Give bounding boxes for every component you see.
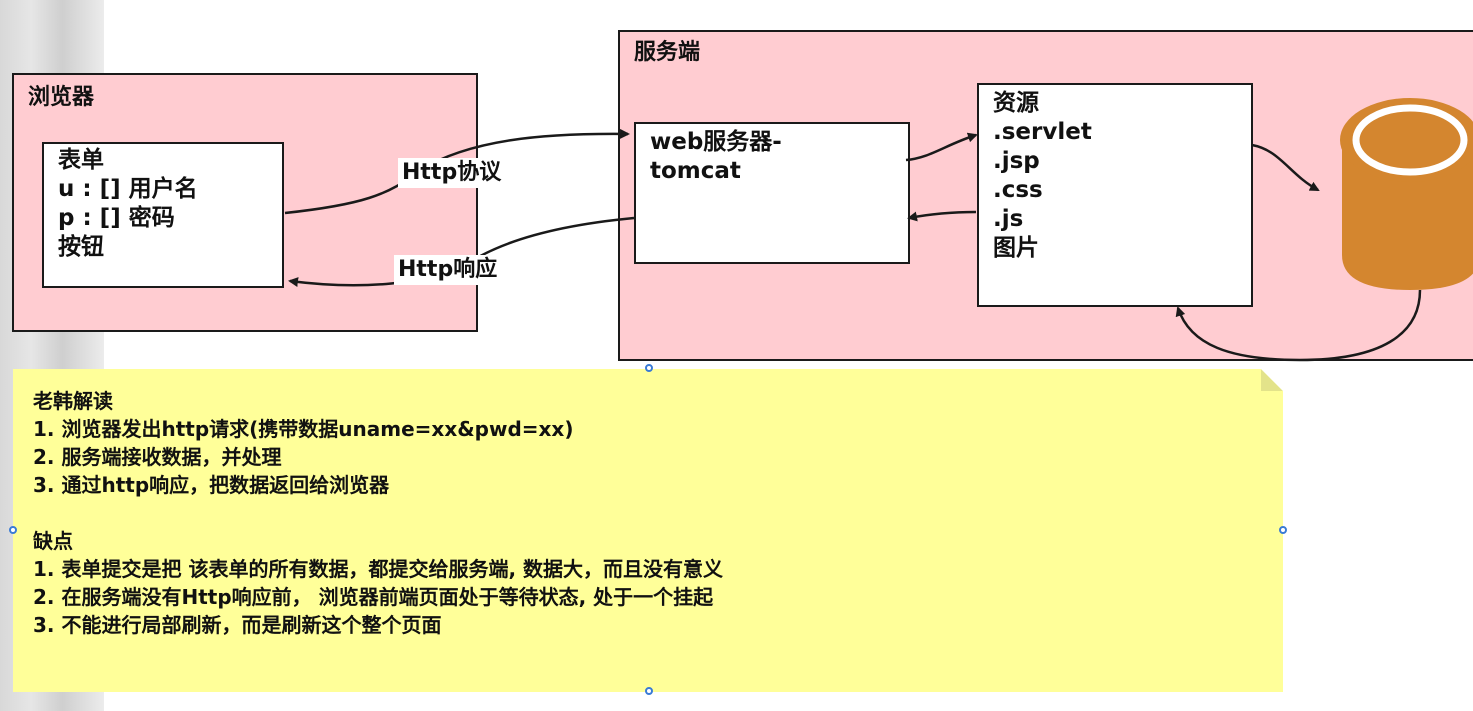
form-line: u : [] 用户名 — [58, 176, 198, 202]
http-response-label: Http响应 — [394, 255, 502, 285]
resource-line: 图片 — [993, 235, 1039, 261]
resize-handle-top[interactable] — [645, 364, 653, 372]
tomcat-to-resources-arrow — [905, 132, 978, 162]
resize-handle-bottom[interactable] — [645, 687, 653, 695]
resize-handle-right[interactable] — [1279, 526, 1287, 534]
resource-line: .jsp — [993, 148, 1040, 174]
form-line: 表单 — [58, 147, 104, 173]
cons-point: 2. 在服务端没有Http响应前， 浏览器前端页面处于等待状态, 处于一个挂起 — [33, 585, 714, 609]
browser-title: 浏览器 — [28, 85, 95, 110]
tomcat-line: tomcat — [650, 158, 741, 184]
note-point: 1. 浏览器发出http请求(携带数据uname=xx&pwd=xx) — [33, 417, 574, 441]
tomcat-line: web服务器- — [650, 129, 782, 155]
resources-to-tomcat-arrow — [907, 210, 977, 222]
note-point: 2. 服务端接收数据，并处理 — [33, 445, 282, 469]
resources-to-database-arrow — [1251, 143, 1320, 192]
http-request-label: Http协议 — [398, 158, 506, 188]
server-title: 服务端 — [634, 40, 701, 65]
note-title: 老韩解读 — [33, 389, 113, 413]
form-line: 按钮 — [58, 234, 104, 260]
resize-handle-left[interactable] — [9, 526, 17, 534]
cons-title: 缺点 — [33, 529, 73, 553]
resources-box: 资源 .servlet .jsp .css .js 图片 — [977, 83, 1253, 307]
note-point: 3. 通过http响应，把数据返回给浏览器 — [33, 473, 390, 497]
server-box: 服务端 web服务器- tomcat 资源 .servlet .jsp .css… — [618, 30, 1473, 361]
cons-point: 3. 不能进行局部刷新，而是刷新这个整个页面 — [33, 613, 442, 637]
database-to-resources-arrow — [1175, 289, 1422, 362]
browser-box: 浏览器 表单 u : [] 用户名 p : [] 密码 按钮 — [12, 73, 478, 332]
note-fold-corner — [1261, 369, 1283, 391]
resource-line: .js — [993, 206, 1024, 232]
form-line: p : [] 密码 — [58, 205, 175, 231]
resource-line: 资源 — [993, 90, 1039, 116]
note-spacer — [33, 499, 1283, 527]
form-box: 表单 u : [] 用户名 p : [] 密码 按钮 — [42, 142, 284, 288]
sticky-note: 老韩解读 1. 浏览器发出http请求(携带数据uname=xx&pwd=xx)… — [13, 369, 1283, 692]
cons-point: 1. 表单提交是把 该表单的所有数据，都提交给服务端, 数据大，而且没有意义 — [33, 557, 723, 581]
tomcat-box: web服务器- tomcat — [634, 122, 910, 264]
resource-line: .servlet — [993, 119, 1092, 145]
resource-line: .css — [993, 177, 1043, 203]
database-icon — [1340, 98, 1473, 290]
